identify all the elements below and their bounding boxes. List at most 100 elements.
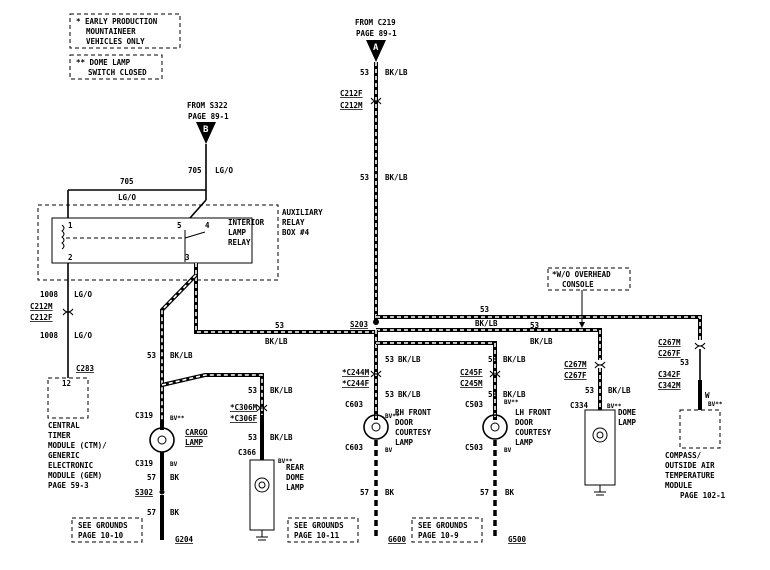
svg-text:S302: S302 bbox=[135, 488, 153, 497]
svg-text:*C306M: *C306M bbox=[230, 403, 258, 412]
svg-text:CARGO: CARGO bbox=[185, 428, 208, 437]
svg-text:LG/O: LG/O bbox=[74, 331, 93, 340]
svg-text:RH FRONT: RH FRONT bbox=[395, 408, 432, 417]
svg-text:BK/LB: BK/LB bbox=[385, 68, 408, 77]
svg-text:C267F: C267F bbox=[564, 371, 587, 380]
grounds-ref-2: SEE GROUNDS PAGE 10-11 bbox=[287, 517, 359, 543]
svg-text:FROM C219: FROM C219 bbox=[355, 18, 396, 27]
svg-text:PAGE 10-9: PAGE 10-9 bbox=[418, 531, 459, 540]
svg-text:LAMP: LAMP bbox=[228, 228, 247, 237]
svg-text:AUXILIARY: AUXILIARY bbox=[282, 208, 323, 217]
svg-text:C319: C319 bbox=[135, 411, 154, 420]
svg-text:C212F: C212F bbox=[340, 89, 363, 98]
svg-text:DOME: DOME bbox=[618, 408, 637, 417]
svg-text:53: 53 bbox=[488, 355, 498, 364]
svg-text:C603: C603 bbox=[345, 443, 364, 452]
svg-text:BV: BV bbox=[385, 447, 393, 454]
svg-text:LG/O: LG/O bbox=[118, 193, 137, 202]
svg-text:TIMER: TIMER bbox=[48, 431, 71, 440]
svg-text:SEE GROUNDS: SEE GROUNDS bbox=[418, 521, 468, 530]
svg-text:BV**: BV** bbox=[708, 401, 723, 408]
svg-text:DOOR: DOOR bbox=[515, 418, 534, 427]
svg-text:* EARLY PRODUCTION: * EARLY PRODUCTION bbox=[76, 17, 158, 26]
svg-text:LAMP: LAMP bbox=[618, 418, 637, 427]
svg-text:BK/LB: BK/LB bbox=[530, 337, 553, 346]
svg-text:CONSOLE: CONSOLE bbox=[562, 280, 594, 289]
svg-text:53: 53 bbox=[275, 321, 285, 330]
svg-text:*W/O OVERHEAD: *W/O OVERHEAD bbox=[552, 270, 611, 279]
svg-text:DOME: DOME bbox=[286, 473, 305, 482]
svg-text:C366: C366 bbox=[238, 448, 257, 457]
svg-text:G600: G600 bbox=[388, 535, 407, 544]
svg-text:C342M: C342M bbox=[658, 381, 681, 390]
svg-text:C245F: C245F bbox=[460, 368, 483, 377]
svg-text:57: 57 bbox=[147, 473, 156, 482]
wire-705: 705 LG/O 705 LG/O bbox=[67, 144, 234, 219]
svg-text:BK/LB: BK/LB bbox=[270, 433, 293, 442]
svg-text:RELAY: RELAY bbox=[228, 238, 251, 247]
compass-module: C267M C267F 53 C342F C342M W BV** COMPAS… bbox=[658, 338, 726, 500]
svg-text:*C244F: *C244F bbox=[342, 379, 370, 388]
note-early-production: * EARLY PRODUCTION MOUNTAINEER VEHICLES … bbox=[69, 13, 181, 49]
source-b: FROM S322 PAGE 89-1 B bbox=[187, 101, 229, 144]
svg-text:1008: 1008 bbox=[40, 290, 59, 299]
connector-c244: *C244M *C244F bbox=[342, 368, 382, 388]
connector-c245: C245F C245M bbox=[460, 368, 501, 388]
svg-text:BK/LB: BK/LB bbox=[270, 386, 293, 395]
svg-text:** DOME LAMP: ** DOME LAMP bbox=[76, 58, 131, 67]
wire-branch-courtesy: 53 BK/LB 53 BK/LB 53 BK/LB 53 BK/LB bbox=[374, 330, 526, 420]
cargo-lamp: C319 BV** CARGO LAMP C319 BV 57 BK S302 … bbox=[135, 373, 264, 544]
svg-text:53: 53 bbox=[360, 173, 370, 182]
svg-text:W: W bbox=[705, 391, 710, 400]
svg-text:INTERIOR: INTERIOR bbox=[228, 218, 265, 227]
svg-text:53: 53 bbox=[385, 390, 395, 399]
svg-text:53: 53 bbox=[488, 390, 498, 399]
rh-courtesy-lamp: C603 BV** RH FRONT DOOR COURTESY LAMP C6… bbox=[345, 400, 432, 544]
svg-text:BK: BK bbox=[170, 508, 180, 517]
svg-text:53: 53 bbox=[147, 351, 157, 360]
svg-text:LAMP: LAMP bbox=[395, 438, 414, 447]
svg-text:BK/LB: BK/LB bbox=[385, 173, 408, 182]
svg-text:REAR: REAR bbox=[286, 463, 305, 472]
svg-text:BK: BK bbox=[170, 473, 180, 482]
svg-text:C283: C283 bbox=[76, 364, 95, 373]
svg-text:TEMPERATURE: TEMPERATURE bbox=[665, 471, 715, 480]
svg-text:705: 705 bbox=[188, 166, 202, 175]
svg-text:53: 53 bbox=[385, 355, 395, 364]
svg-text:C267M: C267M bbox=[564, 360, 587, 369]
svg-text:C503: C503 bbox=[465, 400, 484, 409]
svg-text:53: 53 bbox=[360, 68, 370, 77]
svg-text:53: 53 bbox=[248, 433, 258, 442]
svg-text:BK: BK bbox=[385, 488, 395, 497]
ctm-module: 12 CENTRAL TIMER MODULE (CTM)/ GENERIC E… bbox=[47, 377, 107, 490]
connector-c212: C212F C212M bbox=[340, 89, 382, 110]
svg-text:G204: G204 bbox=[175, 535, 194, 544]
svg-text:COURTESY: COURTESY bbox=[515, 428, 552, 437]
svg-text:3: 3 bbox=[185, 253, 190, 262]
svg-text:BV**: BV** bbox=[385, 413, 400, 420]
svg-text:PAGE 10-11: PAGE 10-11 bbox=[294, 531, 340, 540]
svg-text:PAGE 10-10: PAGE 10-10 bbox=[78, 531, 124, 540]
svg-text:*C306F: *C306F bbox=[230, 414, 258, 423]
svg-text:BK/LB: BK/LB bbox=[503, 355, 526, 364]
svg-text:RELAY: RELAY bbox=[282, 218, 305, 227]
svg-text:C212M: C212M bbox=[30, 302, 53, 311]
svg-text:2: 2 bbox=[68, 253, 73, 262]
svg-text:LG/O: LG/O bbox=[215, 166, 234, 175]
svg-text:53: 53 bbox=[530, 321, 540, 330]
svg-text:SEE GROUNDS: SEE GROUNDS bbox=[78, 521, 128, 530]
svg-text:53: 53 bbox=[680, 358, 690, 367]
svg-text:C267M: C267M bbox=[658, 338, 681, 347]
dome-lamp: C267M C267F 53 BK/LB C334 BV** DOME LAMP bbox=[564, 360, 637, 496]
svg-text:C212M: C212M bbox=[340, 101, 363, 110]
svg-text:PAGE 102-1: PAGE 102-1 bbox=[680, 491, 726, 500]
svg-text:LAMP: LAMP bbox=[185, 438, 204, 447]
svg-text:COURTESY: COURTESY bbox=[395, 428, 432, 437]
svg-text:BK: BK bbox=[505, 488, 515, 497]
wire-1008: 1008 LG/O 1008 LG/O C212M C212F C283 bbox=[30, 263, 95, 378]
rear-dome-lamp: 53 BK/LB *C306M *C306F 53 BK/LB C366 BV*… bbox=[230, 386, 305, 541]
svg-text:BK/LB: BK/LB bbox=[398, 390, 421, 399]
svg-text:BV**: BV** bbox=[278, 458, 293, 465]
svg-text:LH FRONT: LH FRONT bbox=[515, 408, 552, 417]
